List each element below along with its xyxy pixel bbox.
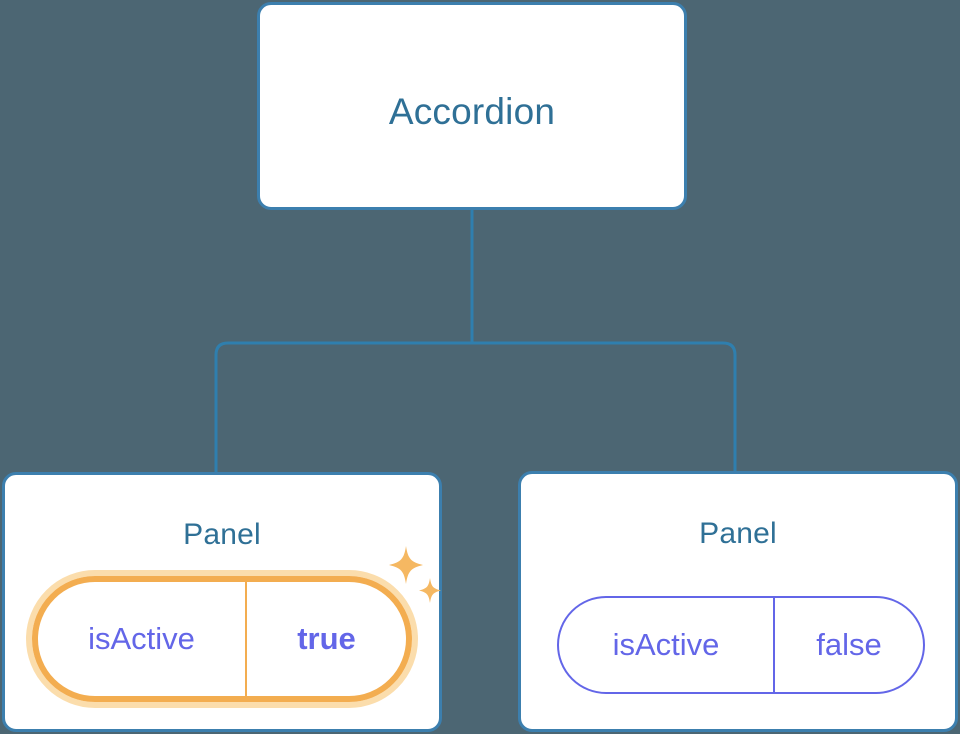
node-accordion-title: Accordion [388,91,556,132]
node-panel-right-title: Panel [699,517,777,550]
highlight-glow-ring [26,570,418,708]
prop-pill-inner: isActive true [38,582,406,696]
prop-key-isactive: isActive [612,627,720,662]
prop-key-isactive: isActive [88,621,195,656]
prop-value-false: false [773,598,923,692]
prop-pill-isactive-false[interactable]: isActive false [557,596,925,694]
node-accordion[interactable]: Accordion [257,2,687,210]
highlight-ring [32,576,412,702]
node-panel-right[interactable]: Panel isActive false [518,471,958,732]
prop-value-true: true [245,582,406,696]
node-panel-left-title: Panel [183,518,261,551]
edge-branch-bus [214,341,737,472]
prop-pill-isactive-true[interactable]: isActive true [26,570,418,708]
